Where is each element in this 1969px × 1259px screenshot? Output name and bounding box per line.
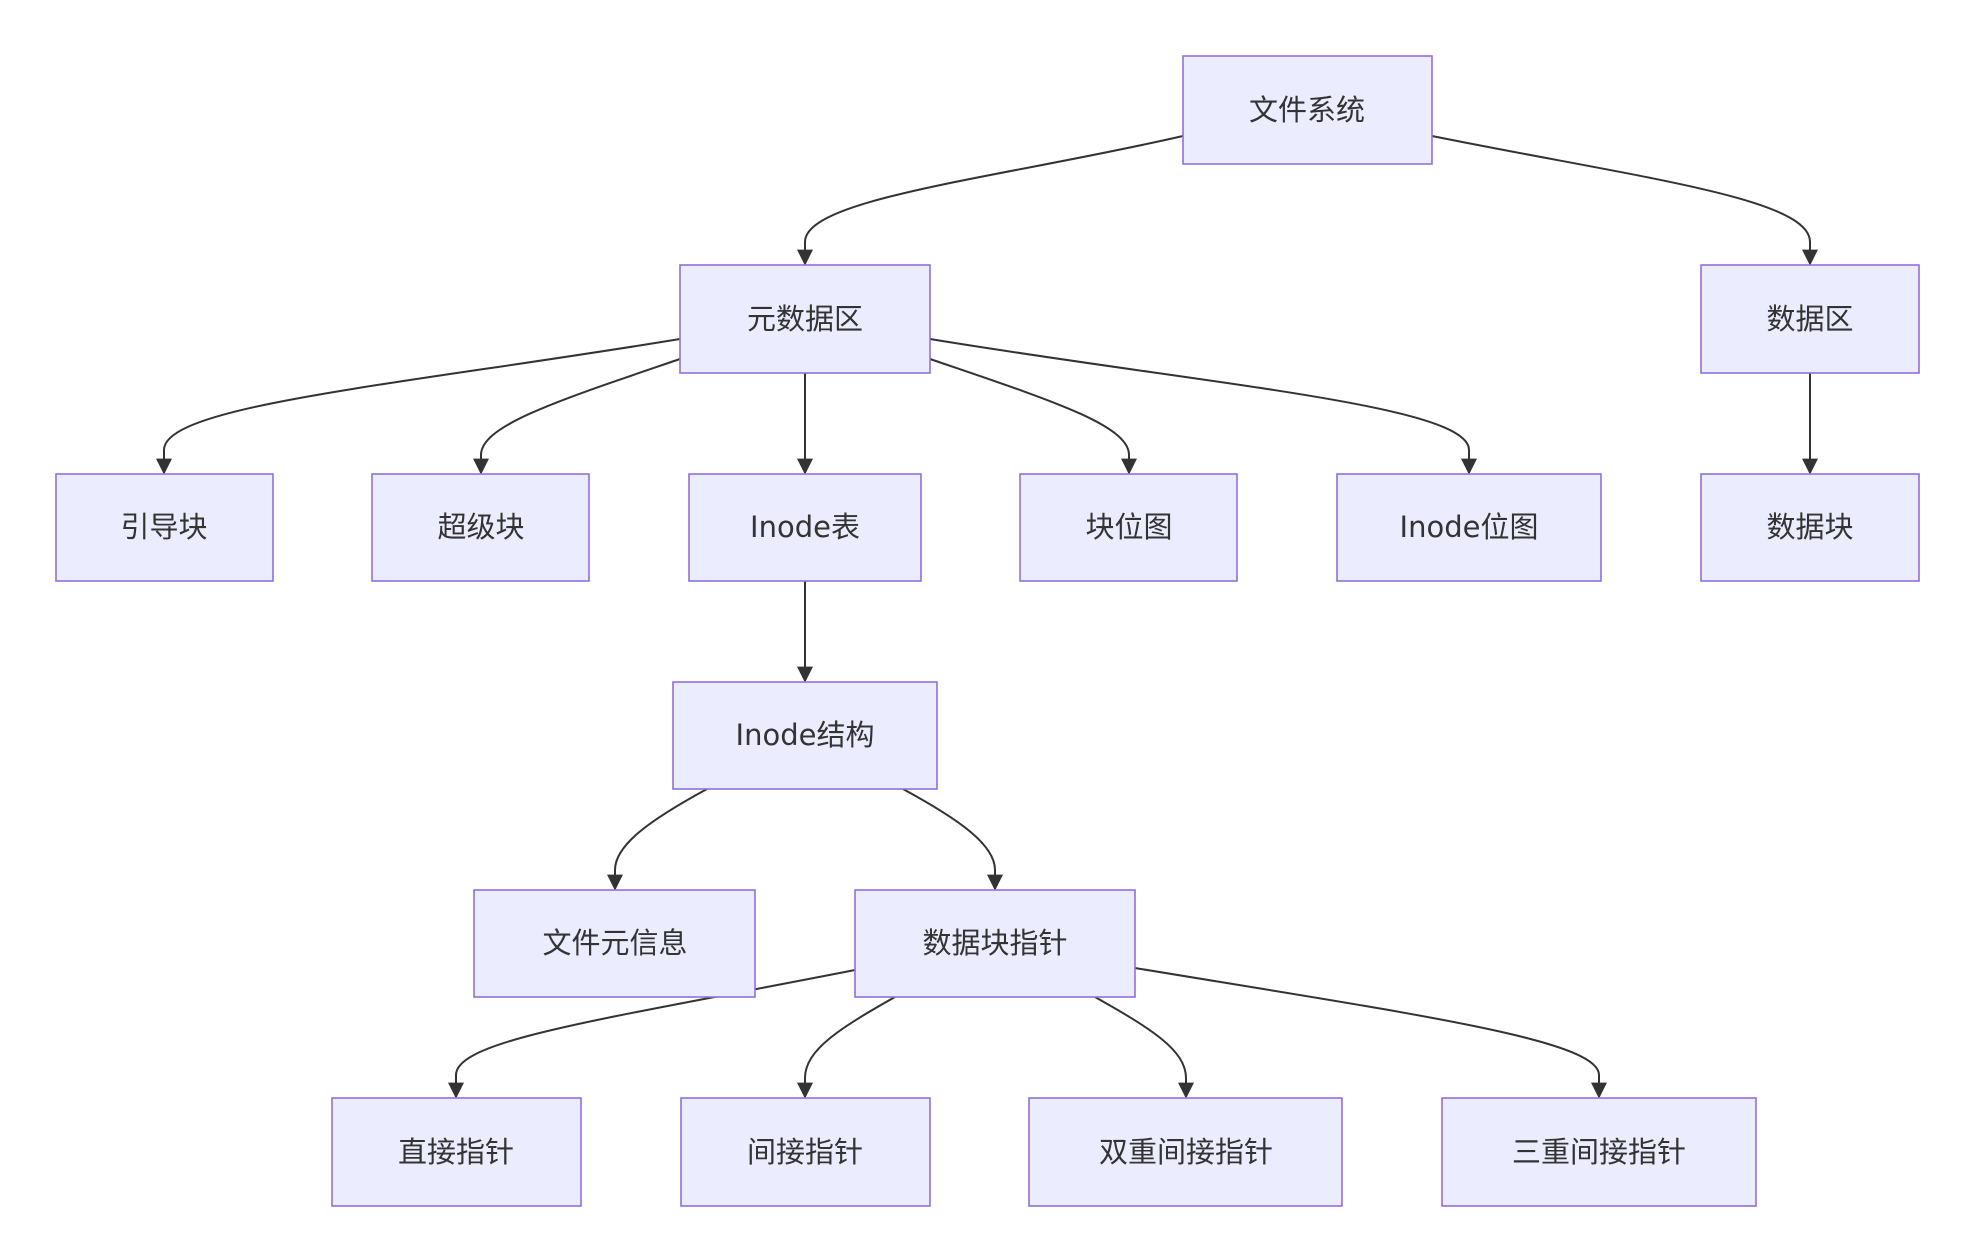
node-inode-table-label: Inode表 bbox=[750, 510, 860, 544]
node-data-block[interactable]: 数据块 bbox=[1700, 473, 1920, 582]
node-block-ptr[interactable]: 数据块指针 bbox=[854, 889, 1136, 998]
edge-meta-super bbox=[473, 358, 681, 475]
node-super-label: 超级块 bbox=[437, 510, 524, 544]
node-block-bitmap[interactable]: 块位图 bbox=[1019, 473, 1238, 582]
node-triple-indirect-label: 三重间接指针 bbox=[1512, 1135, 1686, 1169]
edge-ptr-indirect bbox=[797, 996, 896, 1099]
edge-fs-data bbox=[1431, 135, 1818, 266]
node-boot[interactable]: 引导块 bbox=[55, 473, 274, 582]
edge-meta-boot bbox=[156, 338, 681, 475]
edge-fs-meta bbox=[797, 135, 1184, 266]
node-file-meta[interactable]: 文件元信息 bbox=[473, 889, 756, 998]
node-data[interactable]: 数据区 bbox=[1700, 264, 1920, 374]
node-data-block-label: 数据块 bbox=[1766, 510, 1853, 544]
node-block-bitmap-label: 块位图 bbox=[1085, 510, 1172, 544]
edge-meta-inode-bitmap bbox=[929, 338, 1477, 475]
edge-struct-file-meta bbox=[607, 788, 708, 891]
node-triple-indirect[interactable]: 三重间接指针 bbox=[1441, 1097, 1757, 1207]
node-boot-label: 引导块 bbox=[120, 510, 207, 544]
node-fs-label: 文件系统 bbox=[1249, 93, 1365, 127]
node-file-meta-label: 文件元信息 bbox=[542, 926, 687, 960]
edge-ptr-triple bbox=[1134, 967, 1607, 1099]
node-indirect-label: 间接指针 bbox=[747, 1135, 863, 1169]
node-direct-label: 直接指针 bbox=[398, 1135, 514, 1169]
node-inode-table[interactable]: Inode表 bbox=[688, 473, 922, 582]
node-inode-bitmap-label: Inode位图 bbox=[1400, 510, 1539, 544]
node-inode-bitmap[interactable]: Inode位图 bbox=[1336, 473, 1602, 582]
node-block-ptr-label: 数据块指针 bbox=[922, 926, 1067, 960]
edge-meta-block-bitmap bbox=[929, 358, 1137, 475]
node-super[interactable]: 超级块 bbox=[371, 473, 590, 582]
node-indirect[interactable]: 间接指针 bbox=[680, 1097, 931, 1207]
node-meta-label: 元数据区 bbox=[747, 302, 863, 336]
edge-ptr-double bbox=[1094, 996, 1194, 1099]
node-inode-struct[interactable]: Inode结构 bbox=[672, 681, 938, 790]
node-double-indirect[interactable]: 双重间接指针 bbox=[1028, 1097, 1343, 1207]
node-meta[interactable]: 元数据区 bbox=[679, 264, 931, 374]
node-data-label: 数据区 bbox=[1766, 302, 1853, 336]
edge-struct-block-ptr bbox=[902, 788, 1003, 891]
node-double-indirect-label: 双重间接指针 bbox=[1099, 1135, 1273, 1169]
node-fs[interactable]: 文件系统 bbox=[1182, 55, 1433, 165]
node-inode-struct-label: Inode结构 bbox=[736, 718, 875, 752]
node-direct[interactable]: 直接指针 bbox=[331, 1097, 582, 1207]
